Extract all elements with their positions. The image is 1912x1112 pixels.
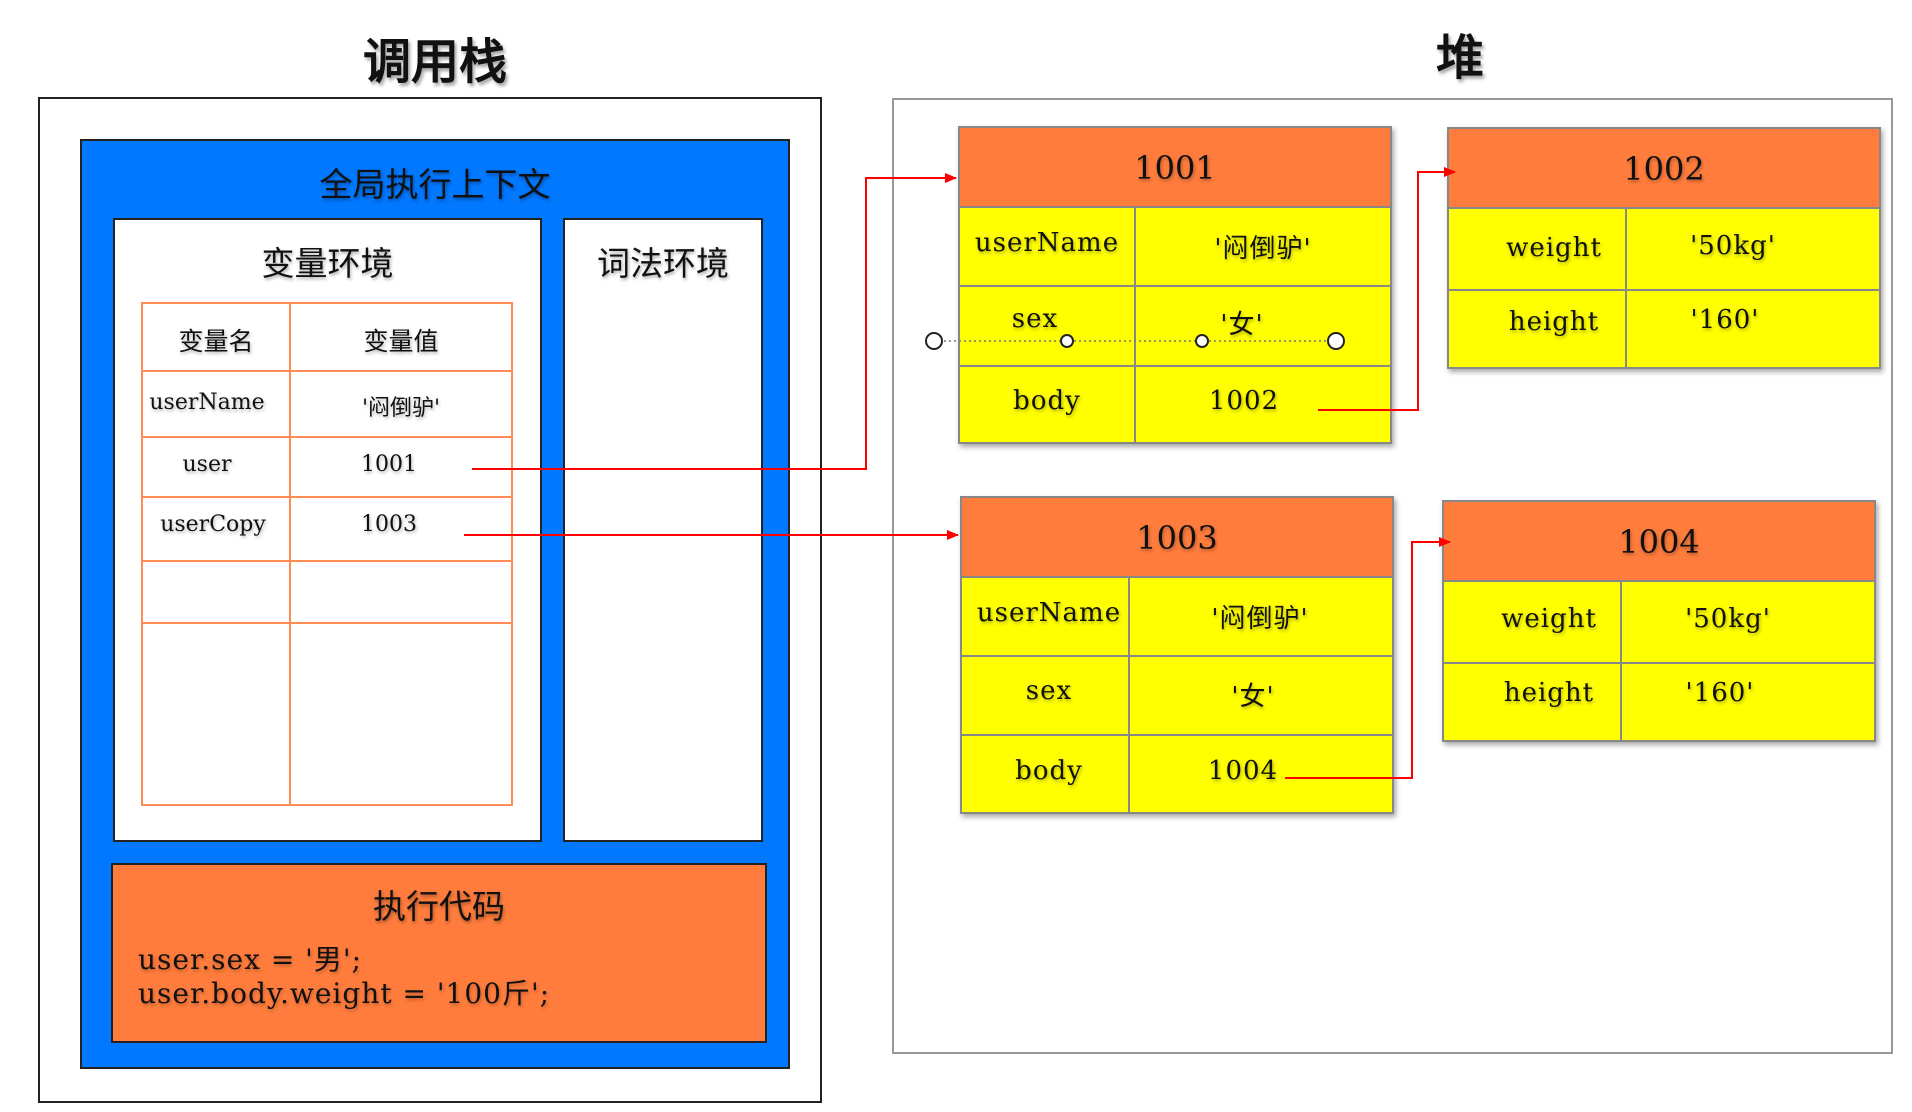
object-value: 1002	[1208, 386, 1280, 416]
table-cell-name: user	[182, 452, 232, 477]
object-key: sex	[1011, 304, 1059, 334]
object-value: '160'	[1690, 305, 1760, 335]
heap-title: 堆	[1435, 30, 1484, 86]
table-column-divider	[289, 304, 291, 804]
heap-object-address: 1004	[1444, 502, 1874, 582]
object-value: 1004	[1207, 756, 1279, 786]
heap-object-1001: 1001 userName '闷倒驴' sex '女' body 1002	[958, 126, 1392, 444]
object-value: '闷倒驴'	[1211, 604, 1309, 634]
call-stack-frame	[38, 97, 822, 1103]
variable-table: 变量名 变量值 userName '闷倒驴' user 1001 userCop…	[141, 302, 513, 806]
heap-object-address: 1002	[1449, 129, 1879, 209]
object-column-divider	[1134, 208, 1136, 444]
table-cell-name: userCopy	[160, 512, 266, 537]
object-row-divider	[1444, 662, 1874, 664]
object-key: userName	[976, 598, 1122, 628]
object-value: '50kg'	[1690, 231, 1776, 261]
heap-object-1004: 1004 weight '50kg' height '160'	[1442, 500, 1876, 742]
arrow-1003-body-to-1004	[1285, 537, 1451, 779]
heap-frame	[892, 98, 1893, 1054]
table-row-divider	[143, 496, 511, 498]
connector-handle[interactable]	[1327, 332, 1345, 350]
table-header-value: 变量值	[363, 327, 439, 356]
connector-handle[interactable]	[1195, 334, 1209, 348]
table-cell-value: 1001	[361, 452, 417, 477]
lexical-environment-title: 词法环境	[597, 244, 729, 283]
object-row-divider	[962, 655, 1392, 657]
object-value: '女'	[1231, 682, 1275, 712]
object-row-divider	[962, 734, 1392, 736]
object-key: weight	[1506, 233, 1602, 263]
object-key: height	[1508, 307, 1600, 337]
object-row-divider	[1449, 289, 1879, 291]
table-row-divider	[143, 436, 511, 438]
execution-code-title: 执行代码	[373, 887, 505, 926]
global-context-title: 全局执行上下文	[319, 165, 551, 204]
heap-object-address: 1003	[962, 498, 1392, 578]
code-line: user.body.weight = '100斤';	[138, 977, 551, 1010]
heap-object-1003: 1003 userName '闷倒驴' sex '女' body 1004	[960, 496, 1394, 814]
variable-environment-title: 变量环境	[261, 244, 394, 283]
object-row-divider	[960, 365, 1390, 367]
object-key: body	[1015, 756, 1083, 786]
table-cell-name: userName	[149, 390, 265, 415]
object-key: body	[1013, 386, 1081, 416]
connector-handle[interactable]	[1060, 334, 1074, 348]
object-key: userName	[974, 228, 1120, 258]
lexical-environment	[563, 218, 763, 842]
arrow-user-to-1001	[472, 173, 957, 470]
object-key: weight	[1501, 604, 1597, 634]
table-cell-value: 1003	[361, 512, 417, 537]
object-key: height	[1503, 678, 1595, 708]
table-row-divider	[143, 560, 511, 562]
table-row-divider	[143, 622, 511, 624]
object-column-divider	[1128, 578, 1130, 814]
heap-object-1002: 1002 weight '50kg' height '160'	[1447, 127, 1881, 369]
object-row-divider	[960, 285, 1390, 287]
connector-handle[interactable]	[925, 332, 943, 350]
table-row-divider	[143, 370, 511, 372]
arrow-1001-body-to-1002	[1318, 167, 1456, 411]
object-value: '160'	[1685, 678, 1755, 708]
object-value: '闷倒驴'	[1214, 234, 1312, 264]
table-cell-value: '闷倒驴'	[361, 396, 441, 421]
execution-code-box	[111, 863, 767, 1043]
object-value: '女'	[1220, 310, 1264, 340]
heap-object-address: 1001	[960, 128, 1390, 208]
variable-environment	[113, 218, 542, 842]
call-stack-title: 调用栈	[362, 34, 507, 90]
code-line: user.sex = '男';	[138, 943, 363, 976]
object-key: sex	[1025, 676, 1073, 706]
object-value: '50kg'	[1685, 604, 1771, 634]
table-header-name: 变量名	[178, 327, 254, 356]
